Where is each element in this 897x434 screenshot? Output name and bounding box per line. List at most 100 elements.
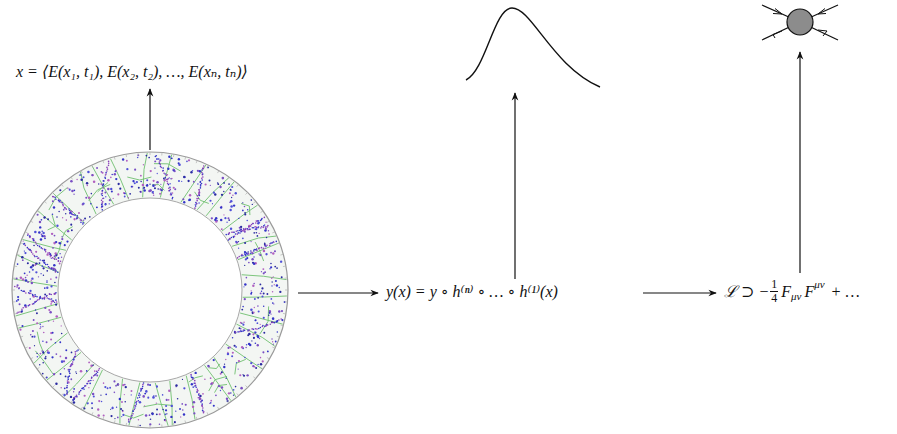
hit-dot bbox=[171, 194, 173, 196]
hit-dot bbox=[207, 365, 209, 367]
hit-dot bbox=[35, 309, 36, 310]
hit-dot bbox=[63, 394, 65, 396]
hit-dot bbox=[254, 331, 255, 332]
hit-dot bbox=[86, 370, 88, 372]
hit-dot bbox=[257, 297, 259, 299]
hit-dot bbox=[229, 192, 231, 194]
hit-dot bbox=[59, 189, 61, 191]
scale-tick bbox=[14, 313, 17, 315]
hit-dot bbox=[16, 286, 18, 288]
hit-dot bbox=[235, 241, 237, 243]
scale-tick bbox=[71, 177, 73, 179]
scale-tick bbox=[17, 254, 20, 256]
hit-dot bbox=[55, 271, 57, 273]
hit-dot bbox=[139, 425, 141, 427]
hit-dot bbox=[156, 402, 157, 403]
hit-dot bbox=[168, 389, 170, 391]
hit-dot bbox=[275, 341, 277, 343]
hit-dot bbox=[155, 155, 157, 157]
hit-dot bbox=[30, 293, 32, 295]
leg-arrow bbox=[818, 9, 826, 15]
hit-dot bbox=[175, 384, 177, 386]
hit-dot bbox=[61, 238, 63, 240]
cell-line bbox=[81, 172, 97, 214]
cell-line bbox=[209, 364, 220, 369]
hit-dot bbox=[51, 255, 53, 257]
hit-dot bbox=[46, 297, 48, 299]
hit-dot bbox=[131, 394, 132, 395]
hit-dot bbox=[143, 188, 145, 190]
cell-line bbox=[49, 188, 68, 211]
hit-dot bbox=[174, 188, 176, 190]
hit-dot bbox=[262, 325, 264, 327]
scale-tick bbox=[20, 336, 23, 337]
hit-dot bbox=[76, 350, 78, 352]
hit-dot bbox=[109, 203, 110, 204]
hit-dot bbox=[243, 230, 245, 232]
hit-dot bbox=[261, 218, 263, 220]
hit-dot bbox=[16, 284, 18, 286]
hit-dot bbox=[55, 277, 57, 279]
hit-dot bbox=[41, 234, 43, 236]
hit-dot bbox=[49, 293, 51, 295]
hit-dot bbox=[53, 196, 55, 198]
hit-dot bbox=[39, 324, 41, 326]
hit-dot bbox=[29, 290, 31, 292]
hit-dot bbox=[37, 214, 39, 216]
hit-dot bbox=[88, 381, 90, 383]
hit-dot bbox=[48, 298, 50, 300]
hit-dot bbox=[156, 158, 158, 160]
hit-dot bbox=[102, 201, 104, 203]
hit-dot bbox=[193, 181, 195, 183]
hit-dot bbox=[101, 200, 103, 202]
hit-dot bbox=[130, 417, 132, 419]
scale-tick bbox=[280, 324, 283, 326]
cell-line bbox=[205, 365, 231, 400]
hit-dot bbox=[32, 294, 34, 296]
hit-dot bbox=[225, 378, 226, 379]
hit-dot bbox=[146, 155, 148, 157]
hit-dot bbox=[39, 364, 40, 365]
hit-dot bbox=[195, 202, 197, 204]
hit-dot bbox=[21, 325, 23, 327]
hit-dot bbox=[76, 396, 78, 398]
hit-dot bbox=[262, 360, 264, 362]
hit-dot bbox=[153, 395, 154, 396]
hit-dot bbox=[107, 188, 109, 190]
hit-dot bbox=[239, 331, 241, 333]
hit-dot bbox=[115, 178, 117, 180]
hit-dot bbox=[135, 402, 137, 404]
hit-dot bbox=[121, 401, 123, 403]
hit-dot bbox=[183, 201, 185, 203]
hit-dot bbox=[201, 405, 203, 407]
hit-dot bbox=[71, 213, 73, 215]
hit-dot bbox=[181, 181, 182, 182]
hit-dot bbox=[137, 157, 139, 159]
hit-dot bbox=[85, 385, 87, 387]
hit-dot bbox=[41, 350, 42, 351]
hit-dot bbox=[103, 180, 105, 182]
hit-dot bbox=[72, 399, 74, 401]
scale-tick bbox=[92, 412, 93, 415]
hit-dot bbox=[32, 264, 34, 266]
hit-dot bbox=[242, 306, 244, 308]
detector-annulus bbox=[12, 152, 288, 428]
hit-dot bbox=[248, 226, 250, 228]
hit-dot bbox=[218, 385, 220, 387]
scale-tick bbox=[137, 424, 138, 427]
feynman-blob bbox=[762, 5, 838, 40]
hit-dot bbox=[87, 383, 89, 385]
hit-dot bbox=[62, 204, 64, 206]
scale-tick bbox=[37, 211, 39, 213]
hit-dot bbox=[53, 264, 56, 267]
hit-dot bbox=[102, 198, 104, 200]
hit-dot bbox=[69, 369, 71, 371]
hit-dot bbox=[192, 170, 194, 172]
hit-dot bbox=[251, 328, 253, 330]
hit-dot bbox=[37, 299, 39, 301]
hit-dot bbox=[242, 210, 244, 212]
hit-dot bbox=[273, 276, 274, 277]
hit-dot bbox=[41, 219, 43, 221]
hit-dot bbox=[171, 157, 173, 159]
hit-dot bbox=[257, 322, 259, 324]
